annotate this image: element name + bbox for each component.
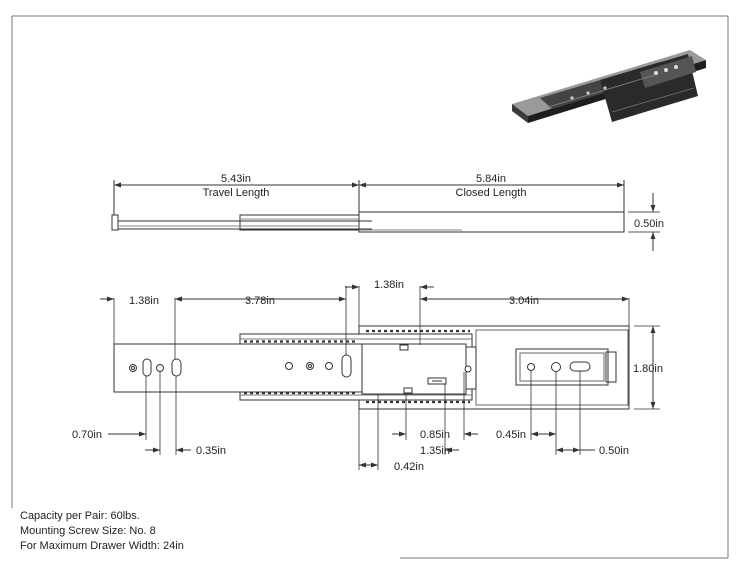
front-dimension-lines (100, 284, 656, 468)
dim-0-70: 0.70in (72, 429, 102, 441)
dim-3-04: 3.04in (509, 295, 539, 307)
travel-length-label: Travel Length (203, 187, 270, 199)
ball-bearings (244, 329, 470, 404)
mounting-holes (129, 354, 591, 378)
dim-1-35: 1.35in (420, 445, 450, 457)
drawer-width-note: For Maximum Drawer Width: 24in (20, 540, 184, 552)
closed-length-value: 5.84in (476, 173, 506, 185)
travel-length-value: 5.43in (221, 173, 251, 185)
dim-0-85: 0.85in (420, 429, 450, 441)
side-dimension-lines (114, 182, 656, 251)
dim-1-38-left: 1.38in (129, 295, 159, 307)
dim-0-50: 0.50in (599, 445, 629, 457)
dim-0-42: 0.42in (394, 461, 424, 473)
dim-height: 1.80in (633, 363, 663, 375)
dim-1-38-top: 1.38in (374, 279, 404, 291)
front-extension-lines (113, 286, 660, 470)
drawing-frame (11, 15, 729, 559)
screw-size-note: Mounting Screw Size: No. 8 (20, 525, 156, 537)
closed-length-label: Closed Length (456, 187, 527, 199)
thickness-dimension: 0.50in (634, 218, 664, 230)
capacity-note: Capacity per Pair: 60lbs. (20, 510, 140, 522)
dim-0-45: 0.45in (496, 429, 526, 441)
drawer-slide-3d-render (512, 50, 706, 123)
dim-0-35: 0.35in (196, 445, 226, 457)
dim-3-78: 3.78in (245, 295, 275, 307)
side-view (111, 180, 660, 233)
